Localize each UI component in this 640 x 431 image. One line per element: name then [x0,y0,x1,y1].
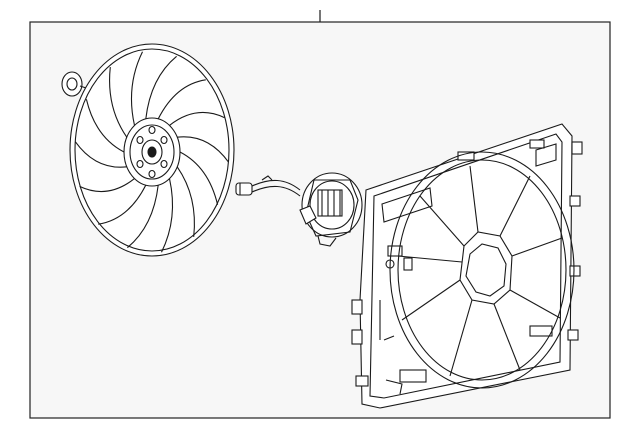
fan-blade-vane [176,166,195,237]
fan-motor [299,172,363,247]
fan-blade-vane [85,99,125,153]
fan-blade-vane [169,111,225,126]
fan-blade-vane [98,184,147,225]
fan-blade-vane [179,151,219,205]
motor-wire-connector [235,175,301,197]
fan-blade [69,43,235,257]
retaining-clip [61,71,87,97]
fan-blade-vane [79,178,135,193]
fan-blade-vane [74,141,127,168]
fan-blade-vane [145,55,177,119]
fan-blade-vane [130,51,143,126]
fan-blade-vane [127,185,159,249]
fan-blade-vane [177,136,230,163]
fan-shroud [351,123,583,409]
fan-blade-vane [109,67,128,138]
fan-blade-vane [157,79,206,120]
fan-blade-vane [161,178,174,253]
